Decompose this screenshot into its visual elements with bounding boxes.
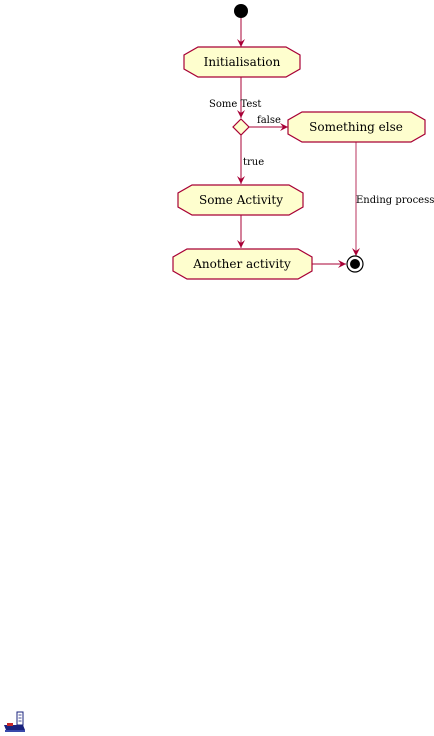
printer-icon[interactable]	[3, 711, 27, 733]
activity-another-activity-label: Another activity	[192, 257, 291, 271]
activity-some-activity-label: Some Activity	[199, 193, 283, 207]
activity-something-else-label: Something else	[309, 120, 403, 134]
edge-false-label: false	[257, 115, 281, 126]
edge-true-label: true	[243, 157, 264, 168]
decision-label: Some Test	[209, 99, 261, 110]
decision-node	[232, 118, 250, 136]
activity-something-else: Something else	[287, 111, 426, 143]
activity-initialisation-label: Initialisation	[204, 55, 281, 69]
activity-some-activity: Some Activity	[177, 184, 304, 216]
end-node	[346, 255, 364, 273]
edge-ending-process-label: Ending process	[356, 195, 434, 206]
activity-another-activity: Another activity	[172, 248, 313, 280]
activity-initialisation: Initialisation	[183, 46, 301, 78]
start-node	[234, 4, 248, 18]
